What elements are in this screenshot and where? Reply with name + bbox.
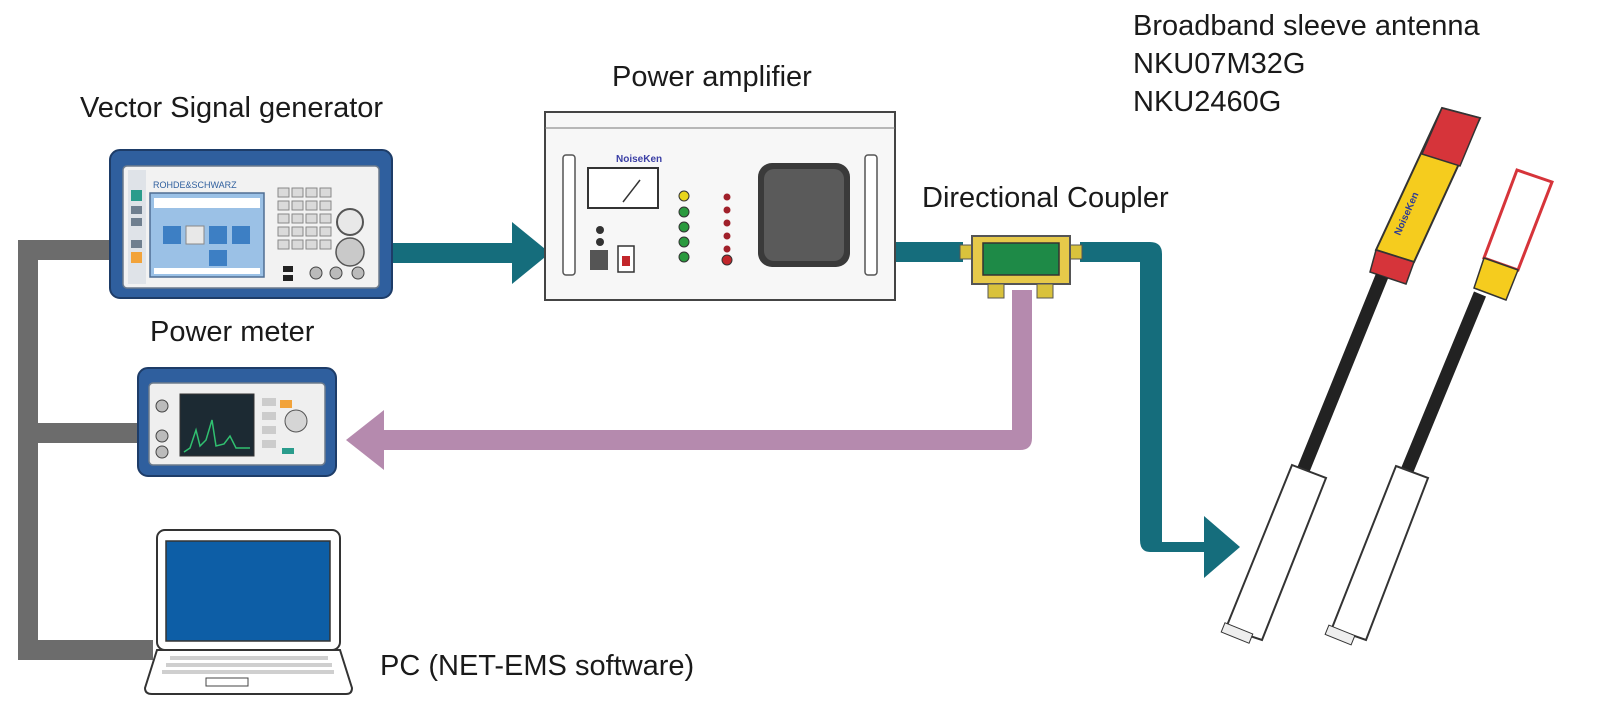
rf-path — [388, 222, 1240, 578]
feedback-link — [380, 290, 1032, 450]
vsg-keypad — [277, 187, 332, 250]
power-meter — [137, 367, 337, 477]
antenna-label-line3: NKU2460G — [1133, 86, 1282, 118]
antenna-label-line2: NKU07M32G — [1133, 48, 1306, 80]
rf-arrow-amp — [512, 222, 550, 284]
feedback-arrow — [346, 410, 384, 470]
control-bus-vertical — [18, 240, 38, 660]
vsg-label: Vector Signal generator — [80, 92, 384, 124]
feedback-path — [346, 290, 1032, 470]
pc-laptop — [143, 529, 354, 695]
pc-screen — [165, 540, 331, 642]
power-amplifier: NoiseKen — [544, 111, 896, 301]
vector-signal-generator: ROHDE&SCHWARZ — [109, 149, 393, 299]
antenna-nku2460g — [1324, 168, 1554, 646]
rf-link-vsg-amp — [388, 243, 518, 263]
power-meter-label: Power meter — [150, 316, 315, 348]
directional-coupler-label: Directional Coupler — [922, 182, 1169, 214]
pc-label: PC (NET-EMS software) — [380, 650, 695, 682]
vsg-brand: ROHDE&SCHWARZ — [153, 180, 237, 190]
control-bus-to-power-meter — [18, 423, 140, 443]
antenna-nku07m32g: NoiseKen — [1220, 106, 1482, 644]
amp-brand: NoiseKen — [616, 154, 662, 165]
antenna-label-line1: Broadband sleeve antenna — [1133, 10, 1480, 42]
rf-link-amp-coupler — [893, 242, 963, 262]
vsg-knob — [336, 208, 364, 236]
control-bus-to-vsg — [18, 240, 118, 260]
control-bus — [18, 240, 153, 660]
rf-link-coupler-antenna — [1080, 242, 1210, 552]
directional-coupler — [959, 235, 1083, 299]
control-bus-to-pc — [18, 640, 153, 660]
rf-arrow-antenna — [1204, 516, 1240, 578]
power-amplifier-label: Power amplifier — [612, 61, 812, 93]
